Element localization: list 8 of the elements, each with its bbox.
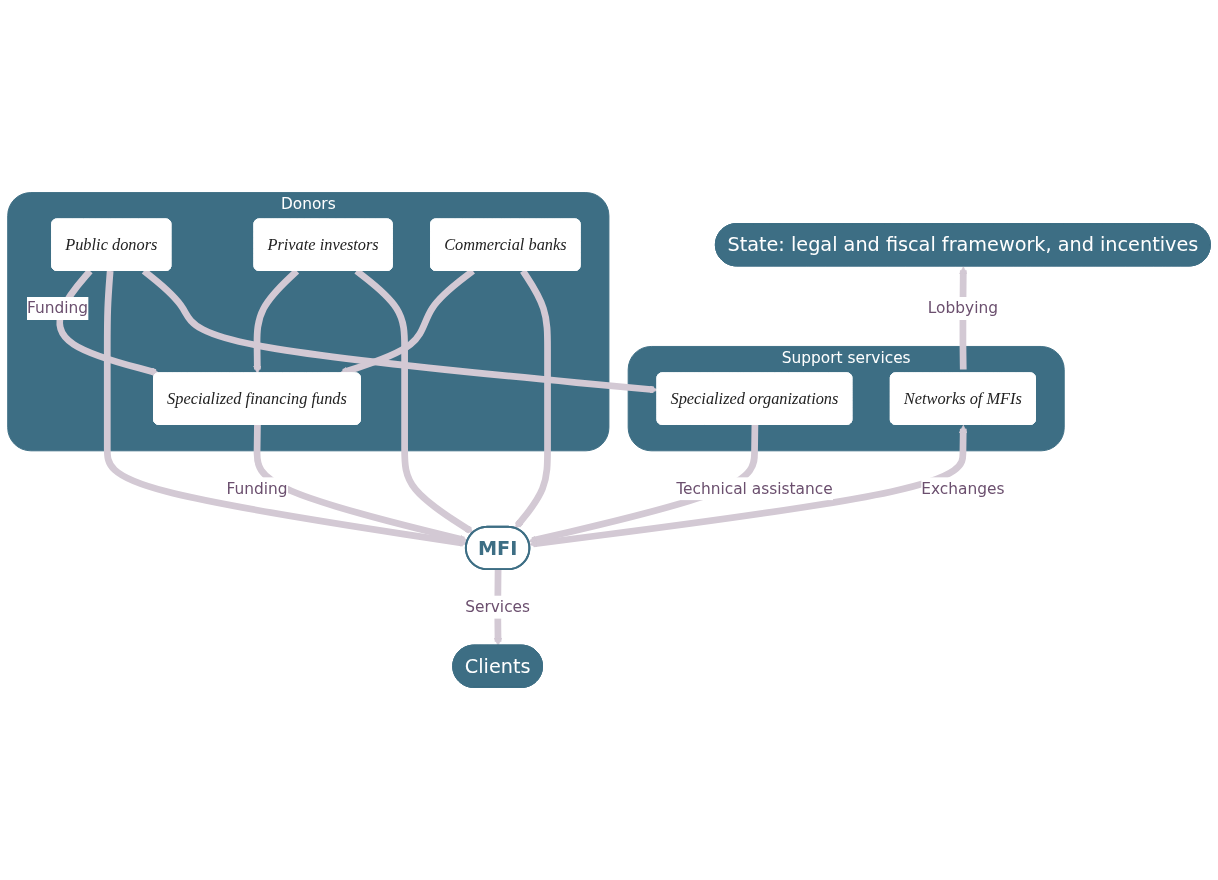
edge-label: Technical assistance: [676, 479, 833, 498]
edge-label: Services: [465, 597, 531, 616]
arrow: [514, 269, 551, 529]
edge-label: Funding: [26, 298, 89, 318]
arrow: [103, 270, 468, 547]
edge-label: Lobbying: [927, 298, 998, 318]
edge-label: Exchanges: [921, 479, 1005, 498]
edge-label: Funding: [226, 479, 288, 498]
